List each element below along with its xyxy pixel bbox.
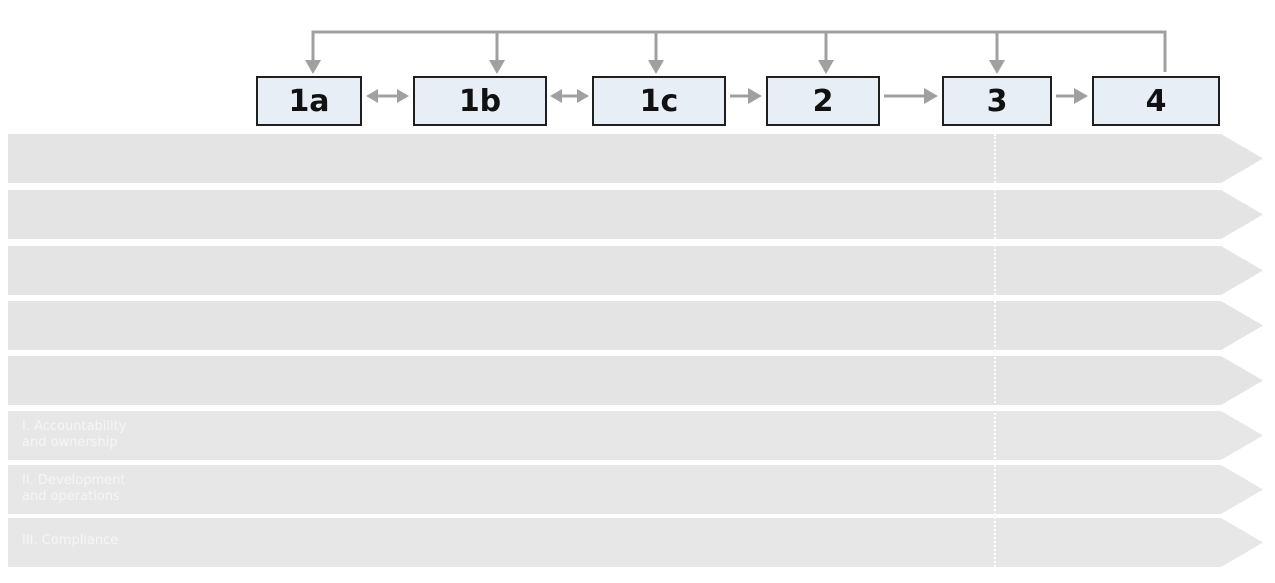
lane-label-development: II. Development and operations — [22, 473, 126, 504]
step-box-1b: 1b — [413, 76, 547, 126]
lane-2 — [8, 190, 1263, 239]
lane-compliance: III. Compliance — [8, 518, 1263, 567]
step-box-2: 2 — [766, 76, 880, 126]
lane-3 — [8, 246, 1263, 295]
step-box-3: 3 — [942, 76, 1052, 126]
step-label-2: 2 — [812, 83, 834, 119]
step-box-4: 4 — [1092, 76, 1220, 126]
step-label-1b: 1b — [458, 83, 502, 119]
step-label-3: 3 — [986, 83, 1008, 119]
lane-1 — [8, 134, 1263, 183]
stage-divider-line — [994, 134, 996, 574]
step-box-1a: 1a — [256, 76, 362, 126]
step-label-4: 4 — [1145, 83, 1167, 119]
lane-label-compliance: III. Compliance — [22, 533, 119, 548]
step-box-1c: 1c — [592, 76, 726, 126]
step-label-1c: 1c — [639, 83, 679, 119]
lane-development: II. Development and operations — [8, 465, 1263, 514]
lane-4 — [8, 301, 1263, 350]
step-label-1a: 1a — [288, 83, 330, 119]
lane-5 — [8, 356, 1263, 405]
lane-label-accountability: I. Accountability and ownership — [22, 419, 127, 450]
lane-accountability: I. Accountability and ownership — [8, 411, 1263, 460]
